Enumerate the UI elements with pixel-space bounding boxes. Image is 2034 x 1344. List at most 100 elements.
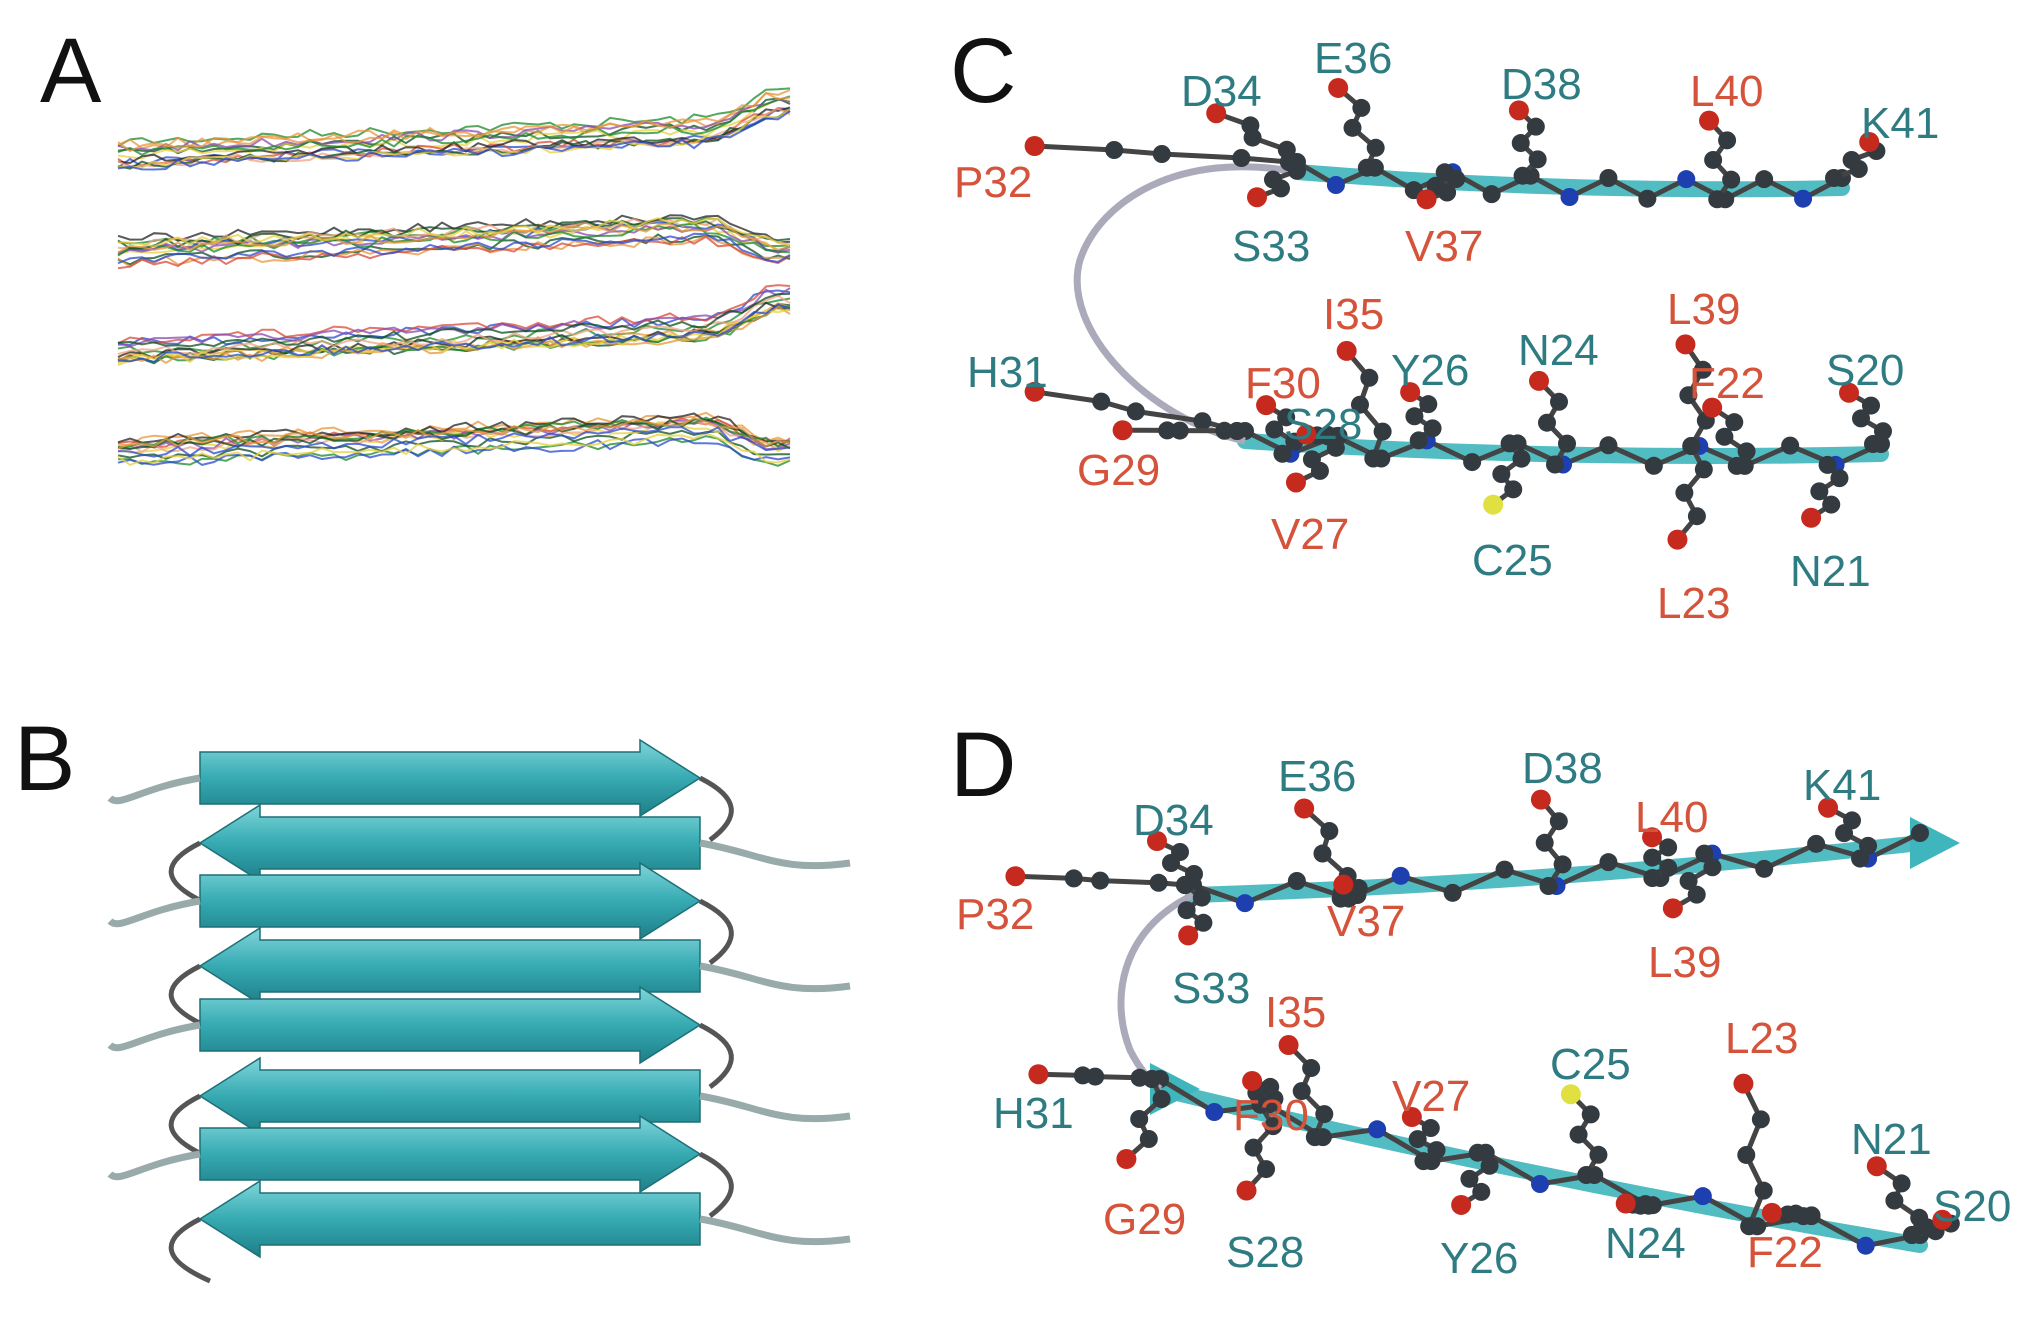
atom [1416,189,1437,210]
atom [1024,136,1045,156]
atom [1405,407,1424,426]
atom [1235,894,1254,913]
loop-coil [168,840,212,908]
atom [1659,858,1678,877]
atom [1193,412,1212,431]
residue-label-c-d34: D34 [1181,67,1262,116]
atom [1192,888,1211,907]
atom [1215,421,1234,440]
backbone-ribbon [1289,164,1850,198]
atom [1512,449,1531,468]
residue-label-d-v27: V27 [1392,1072,1470,1121]
atom [1727,456,1746,475]
atom [1305,1128,1324,1147]
residue-label-d-h31: H31 [993,1089,1074,1138]
beta-strand-arrow [198,1056,701,1136]
atom [1859,836,1878,855]
ensemble-line [117,222,791,254]
atom [1408,1130,1427,1149]
atom [1755,859,1774,878]
atom [1409,431,1428,450]
atom [1472,1182,1491,1201]
loop-coil [699,962,851,993]
atom [1492,465,1511,484]
atom [1336,340,1357,361]
atom [1695,844,1714,863]
atom [1859,132,1880,152]
atom [1679,871,1698,890]
atom [1264,1117,1283,1136]
atom [1152,1090,1171,1108]
atom [1368,1120,1387,1139]
atom [1786,1204,1805,1223]
ensemble-line [117,225,791,256]
atom [1708,190,1727,209]
residue-label-d-y26: Y26 [1440,1234,1518,1283]
ensemble-line [117,95,791,157]
residue-label-d-p32: P32 [956,890,1034,939]
atom [1694,460,1713,479]
atom [1643,869,1662,887]
residue-label-d-n24: N24 [1605,1219,1686,1268]
ensemble-line [117,110,791,171]
atom [1526,117,1545,136]
atom [1528,150,1547,169]
atom [1171,843,1189,861]
residue-label-d-k41: K41 [1803,761,1881,810]
residue-label-d-f22: F22 [1747,1228,1823,1277]
atom [1725,413,1744,432]
atom [1599,853,1618,872]
atom [1549,812,1568,831]
atom [1228,422,1246,440]
residue-label-c-p32: P32 [954,158,1032,207]
atom [1326,438,1345,457]
ensemble-line [117,232,791,265]
atom [1615,1193,1636,1214]
atom [1693,1187,1712,1206]
beta-strand-arrow [199,985,702,1065]
atom [1105,141,1124,159]
atom [1112,420,1133,441]
beta-strand-arrow [199,738,702,818]
atom [1443,883,1462,902]
ensemble-line [117,429,791,460]
atom [1569,1125,1588,1144]
residue-label-c-l23: L23 [1657,579,1730,628]
atom [1546,455,1564,474]
residue-label-d-g29: G29 [1103,1195,1186,1244]
atom [1024,381,1045,402]
atom [1659,838,1678,857]
residue-label-d-l23: L23 [1725,1014,1798,1063]
atom [1911,824,1929,842]
atom [1320,822,1339,841]
residue-label-d-s20: S20 [1933,1182,2011,1231]
atom [1638,189,1657,208]
atom [1242,1070,1263,1091]
residue-label-d-f30: F30 [1233,1091,1309,1140]
atom [1272,179,1290,198]
atom [1675,483,1694,502]
loop-coil [107,1150,201,1181]
residue-label-d-e36: E36 [1278,752,1356,801]
atom [1152,145,1171,163]
atom [1530,789,1551,810]
loop-coil [698,898,734,966]
atom [1599,436,1618,455]
atom [1825,169,1843,187]
atom [1177,901,1196,920]
atom [1807,834,1826,853]
atom [1508,100,1529,121]
atom [1460,1169,1479,1188]
atom [1874,422,1892,441]
ensemble-line [117,217,791,250]
atom [1366,138,1385,157]
atom [1589,1145,1608,1164]
atom [1856,1236,1875,1255]
atom [1538,413,1556,432]
atom [1028,1064,1049,1085]
atom [1550,392,1568,411]
residue-label-c-v37: V37 [1405,222,1483,271]
atom [1194,913,1213,932]
atom [1903,1226,1921,1244]
atom [1918,1218,1937,1237]
